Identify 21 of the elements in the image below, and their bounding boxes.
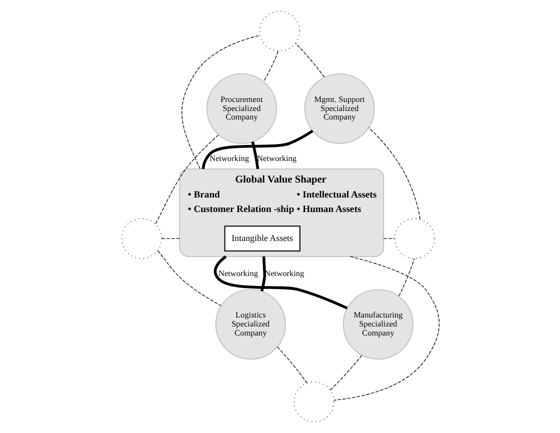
connector [276,346,307,384]
node-box: Intangible Assets [224,226,300,252]
connector [382,238,394,239]
connector [160,238,180,239]
node-circle [394,218,434,259]
connector [329,355,362,390]
node-circle [293,382,334,422]
connector [213,255,348,310]
connector [368,127,420,220]
connector [154,134,218,224]
connector [294,43,324,78]
connector [181,35,260,170]
connector [262,50,278,82]
node-circle [120,218,162,259]
connector [250,142,259,170]
connector [156,250,221,306]
connector [398,258,414,296]
connector [333,256,440,401]
connector [260,256,266,292]
connector [201,130,313,170]
node-circle [258,10,300,52]
